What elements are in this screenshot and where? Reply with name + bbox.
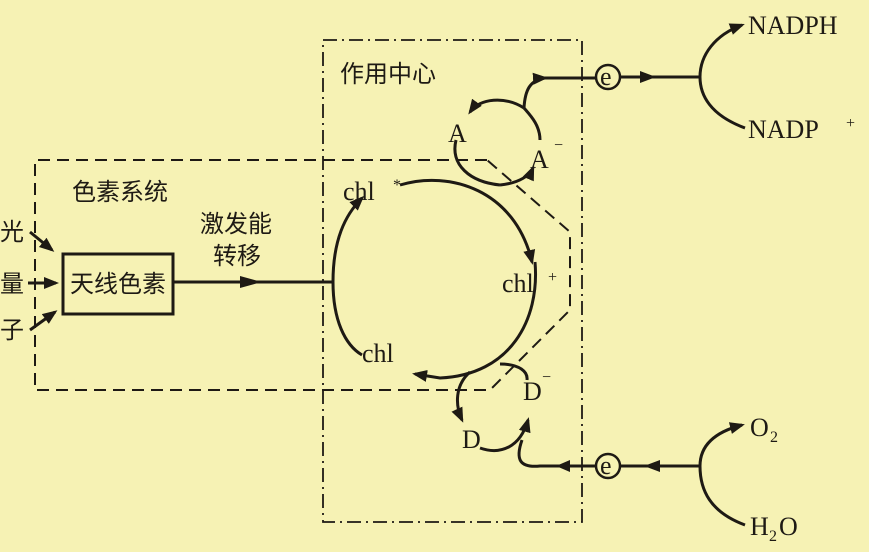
o2-label: O: [750, 413, 769, 442]
transfer-label-1: 激发能: [200, 210, 272, 238]
chl-excited-sup: *: [393, 177, 401, 194]
donor-from-electron-line: [517, 439, 596, 468]
o2-subscript: 2: [770, 429, 778, 446]
antenna-pigment-box: [61, 252, 175, 316]
donor-oxidized-sup: −: [542, 369, 551, 386]
light-arrow-3: [29, 310, 58, 332]
donor-label: D: [462, 425, 481, 454]
chl-plus-label: chl: [502, 269, 534, 298]
reaction-center-label: 作用中心: [340, 60, 436, 88]
cycle-arc-left-lower: [331, 281, 363, 357]
nadph-label: NADPH: [748, 11, 838, 40]
donor-oxidized-label: D: [523, 377, 542, 406]
cycle-arc-excite: [331, 195, 365, 283]
chl-label: chl: [362, 339, 394, 368]
reaction-center-box: [322, 39, 583, 523]
electron-top-label: e: [600, 62, 612, 91]
antenna-label: 天线色素: [70, 270, 166, 298]
h2o-label-o: O: [779, 512, 798, 541]
water-arrowhead: [644, 460, 660, 472]
light-arrow-1: [29, 230, 55, 252]
donor-arc-right: [479, 417, 531, 453]
energy-arrowhead: [240, 276, 262, 288]
donor-arc-left: [451, 370, 472, 423]
donor-electron-arrowhead: [556, 460, 570, 472]
chl-plus-sup: +: [548, 269, 557, 286]
water-oxidation-arc: [698, 422, 746, 527]
light-label-1: 光: [0, 218, 24, 246]
light-label-2: 量: [0, 270, 24, 298]
acceptor-label: A: [448, 119, 467, 148]
pigment-system-label: 色素系统: [72, 178, 168, 206]
electron-bottom-label: e: [600, 451, 612, 480]
nadp-label: NADP: [748, 115, 819, 144]
transfer-label-2: 转移: [213, 242, 261, 270]
nadp-reduction-arc: [698, 23, 746, 130]
chl-excited-label: chl: [343, 177, 375, 206]
cycle-arc-to-chl-plus: [399, 178, 536, 265]
acceptor-arc-upper-right: [522, 107, 542, 141]
acceptor-to-electron-line: [522, 72, 596, 109]
acceptor-arc-left: [453, 139, 501, 187]
h2o-subscript: 2: [769, 528, 777, 545]
acceptor-reduced-label: A: [530, 145, 549, 174]
acceptor-arc-right: [499, 165, 535, 187]
light-label-3: 子: [0, 316, 24, 344]
h2o-label-h: H: [750, 512, 769, 541]
acceptor-arc-top: [468, 98, 525, 115]
donor-arc-top: [499, 362, 529, 381]
nadp-arrowhead: [640, 71, 656, 83]
cycle-arc-to-chl: [412, 261, 538, 382]
acceptor-reduced-sup: −: [554, 137, 563, 154]
nadp-sup: +: [846, 115, 855, 132]
